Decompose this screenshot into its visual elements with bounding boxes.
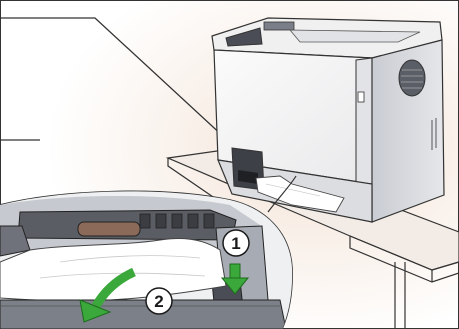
printer — [212, 18, 444, 222]
step-1-badge: 1 — [223, 230, 249, 256]
step-1-number: 1 — [231, 234, 240, 253]
lower-tray — [0, 300, 286, 329]
front-cover-edge — [356, 58, 372, 184]
cover-latch — [358, 92, 364, 102]
step-2-number: 2 — [154, 292, 163, 311]
step-2-badge: 2 — [146, 288, 172, 314]
vent-grille — [399, 60, 425, 96]
display-window — [264, 22, 294, 30]
output-tray — [290, 30, 420, 42]
feed-roller — [78, 222, 140, 236]
